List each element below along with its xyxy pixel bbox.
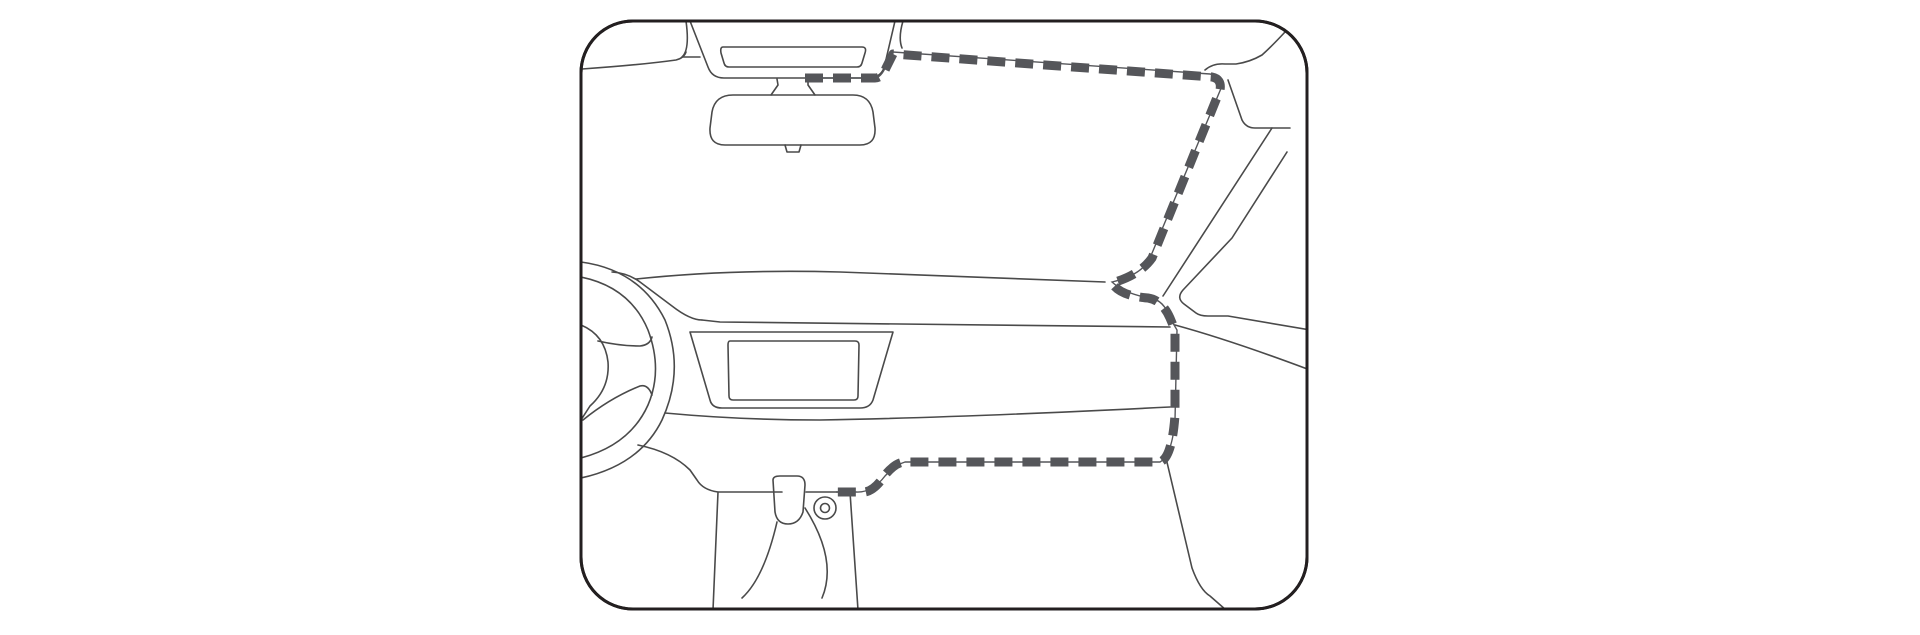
- dashboard: [635, 270, 1171, 421]
- power-socket-icon: [813, 496, 837, 520]
- cable-route: [805, 49, 1225, 497]
- center-console: [637, 444, 859, 609]
- gear-shifter-icon: [741, 475, 828, 599]
- center-screen-icon: [689, 331, 894, 409]
- a-pillar: [1162, 31, 1307, 371]
- door-edge: [1165, 457, 1227, 609]
- windshield-top-edge: [581, 21, 904, 79]
- dash-cam-mount: [719, 46, 867, 68]
- diagram-border: [579, 19, 1309, 611]
- steering-wheel-icon: [581, 261, 703, 479]
- rearview-mirror-icon: [709, 78, 876, 153]
